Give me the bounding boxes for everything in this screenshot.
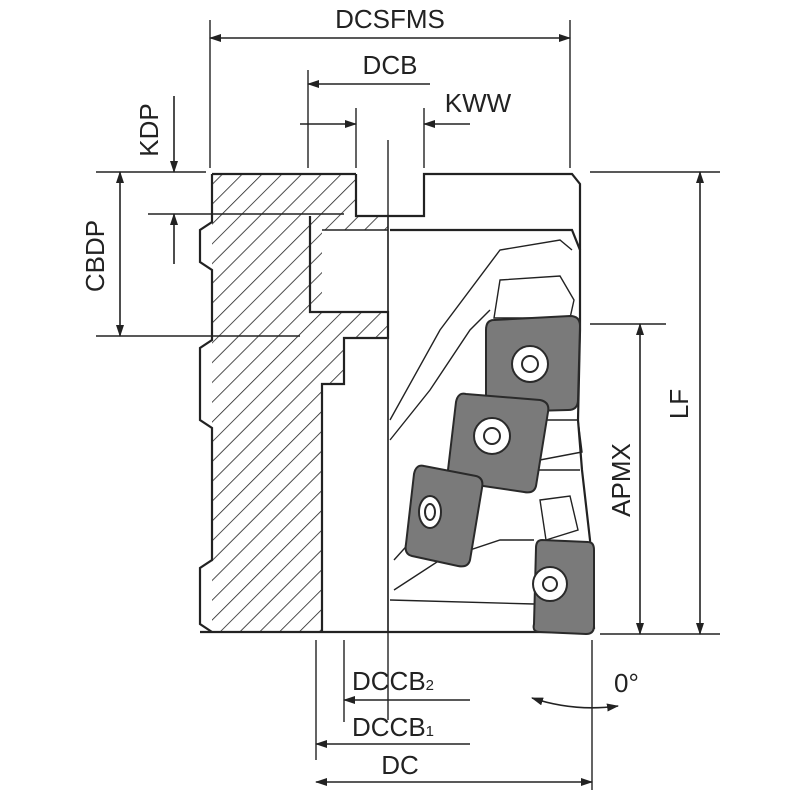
- label-dcb: DCB: [363, 50, 418, 80]
- label-dc: DC: [381, 750, 419, 780]
- torx-screw-icon: [542, 576, 558, 592]
- label-apmx: APMX: [606, 443, 636, 517]
- label-angle: 0°: [614, 668, 639, 698]
- torx-screw-icon: [521, 355, 539, 373]
- bore-outline: [308, 216, 390, 632]
- chip-gullet-top: [493, 275, 575, 319]
- dimension-lines: [116, 34, 704, 786]
- torx-screw-icon: [424, 503, 436, 521]
- flute-2: [389, 309, 491, 441]
- extension-lines: [96, 20, 720, 790]
- dimension-labels: DCSFMS DCB KWW KDP CBDP APMX LF DCCB2 DC…: [80, 4, 694, 780]
- torx-screw-icon: [473, 417, 511, 455]
- torx-screw-icon: [532, 566, 568, 602]
- head-inner-line: [389, 599, 535, 605]
- insert-second: [446, 392, 550, 494]
- hatched-section: [212, 174, 388, 632]
- label-dcsfms: DCSFMS: [335, 4, 445, 34]
- torx-screw-icon: [511, 345, 549, 383]
- body-cross-section: [198, 140, 584, 720]
- flute-1: [389, 239, 573, 421]
- keyway-slot: [354, 172, 582, 250]
- angle-arc: [531, 697, 619, 712]
- torx-screw-icon: [418, 495, 442, 529]
- insert-bottom: [532, 538, 595, 636]
- torx-screw-icon: [483, 427, 501, 445]
- label-kdp: KDP: [134, 103, 164, 156]
- insert-top: [485, 314, 582, 414]
- square-insert-icon: [404, 464, 484, 568]
- label-dccb2: DCCB2: [352, 666, 434, 696]
- insert-third: [404, 464, 484, 568]
- label-dccb1: DCCB1: [352, 712, 434, 742]
- body-left-outline: [198, 174, 214, 633]
- label-lf: LF: [664, 389, 694, 419]
- label-cbdp: CBDP: [80, 220, 110, 292]
- chip-gullet-low: [539, 495, 579, 541]
- label-kww: KWW: [445, 88, 512, 118]
